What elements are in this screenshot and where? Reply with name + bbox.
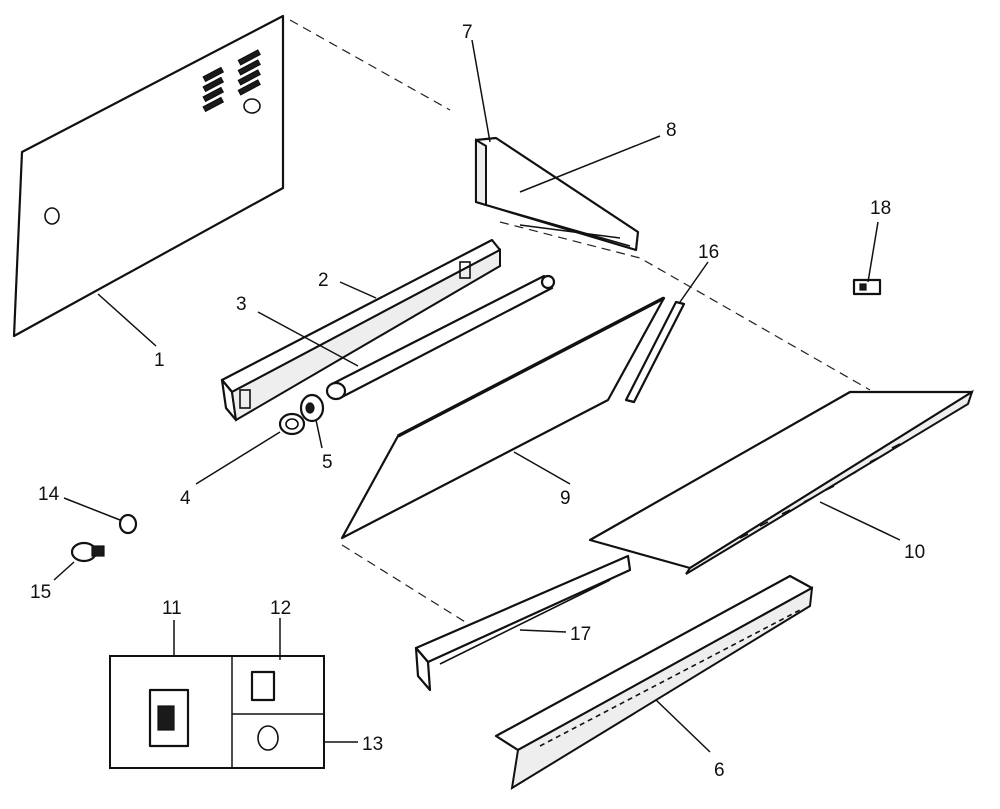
callout-18: 18 <box>870 198 891 219</box>
part-4-knob <box>278 412 306 436</box>
part-2-upper-bracket <box>220 238 502 422</box>
alignment-lines <box>289 19 871 626</box>
callout-16: 16 <box>698 242 719 263</box>
callout-17: 17 <box>570 624 591 645</box>
callout-14: 14 <box>38 484 60 505</box>
callout-12: 12 <box>270 598 291 619</box>
part-5-socket <box>299 393 325 423</box>
callout-1: 1 <box>154 350 165 371</box>
vent-slots <box>202 49 261 113</box>
callout-2: 2 <box>318 270 329 291</box>
part-16-rod <box>624 300 686 404</box>
part-10-crumb-tray <box>588 389 974 575</box>
callout-9: 9 <box>560 488 571 509</box>
callout-15: 15 <box>30 582 51 603</box>
callout-3: 3 <box>236 294 247 315</box>
parts-11-12-13-box <box>109 655 325 769</box>
callout-7: 7 <box>462 22 473 43</box>
callout-4: 4 <box>180 488 191 509</box>
callout-6: 6 <box>714 760 725 781</box>
part-7-8-side-bracket <box>474 136 640 252</box>
callout-10: 10 <box>904 542 925 563</box>
callout-13: 13 <box>362 734 383 755</box>
part-18-switch <box>852 278 882 296</box>
callout-8: 8 <box>666 120 677 141</box>
part-15-plug <box>70 541 105 563</box>
part-14-clip <box>118 513 138 535</box>
part-1-back-panel <box>12 14 285 338</box>
part-6-front-rail <box>494 574 814 790</box>
callout-labels: 1 2 3 4 5 6 7 8 9 10 11 12 13 14 15 16 1… <box>30 22 925 781</box>
part-17-lower-rail <box>414 554 632 692</box>
leader-lines <box>53 39 901 753</box>
callout-11: 11 <box>162 598 182 619</box>
callout-5: 5 <box>322 452 333 473</box>
part-3-heating-tube <box>325 274 556 401</box>
part-9-glass-window <box>340 296 666 540</box>
